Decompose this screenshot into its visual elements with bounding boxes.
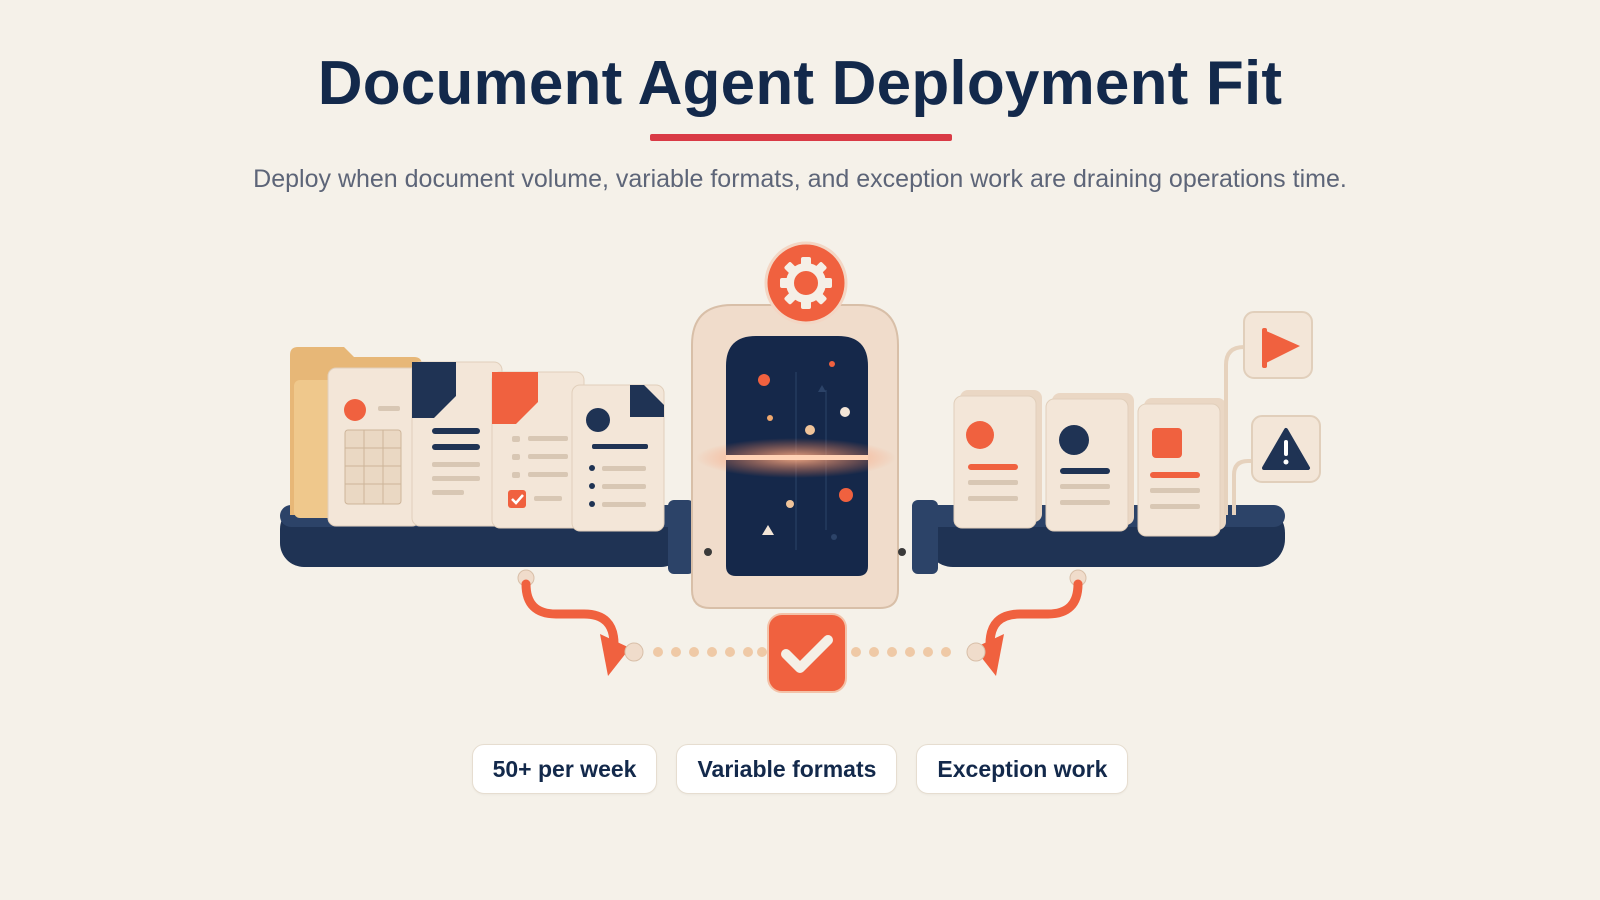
title-underline (650, 134, 952, 141)
return-arrow (974, 569, 1087, 676)
gear-icon (764, 241, 848, 325)
pill-exception-work: Exception work (916, 744, 1129, 794)
flag-icon (1243, 311, 1313, 379)
return-arrow (517, 569, 630, 676)
output-document-icon (953, 390, 1042, 529)
page-subtitle: Deploy when document volume, variable fo… (253, 165, 1347, 193)
text-document-icon (411, 361, 503, 527)
spreadsheet-document-icon (327, 367, 421, 527)
check-icon (767, 613, 847, 693)
pill-volume: 50+ per week (471, 744, 658, 794)
pill-variable-formats: Variable formats (676, 744, 898, 794)
page-title: Document Agent Deployment Fit (317, 49, 1283, 118)
criteria-pills: 50+ per week Variable formats Exception … (0, 744, 1600, 794)
checklist-document-icon (491, 371, 585, 529)
output-document-icon (1137, 398, 1226, 537)
dotted-connector (624, 642, 986, 662)
warning-icon (1251, 415, 1321, 483)
output-document-icon (1045, 393, 1134, 532)
scanner-icon (691, 304, 906, 609)
profile-document-icon (571, 384, 665, 532)
